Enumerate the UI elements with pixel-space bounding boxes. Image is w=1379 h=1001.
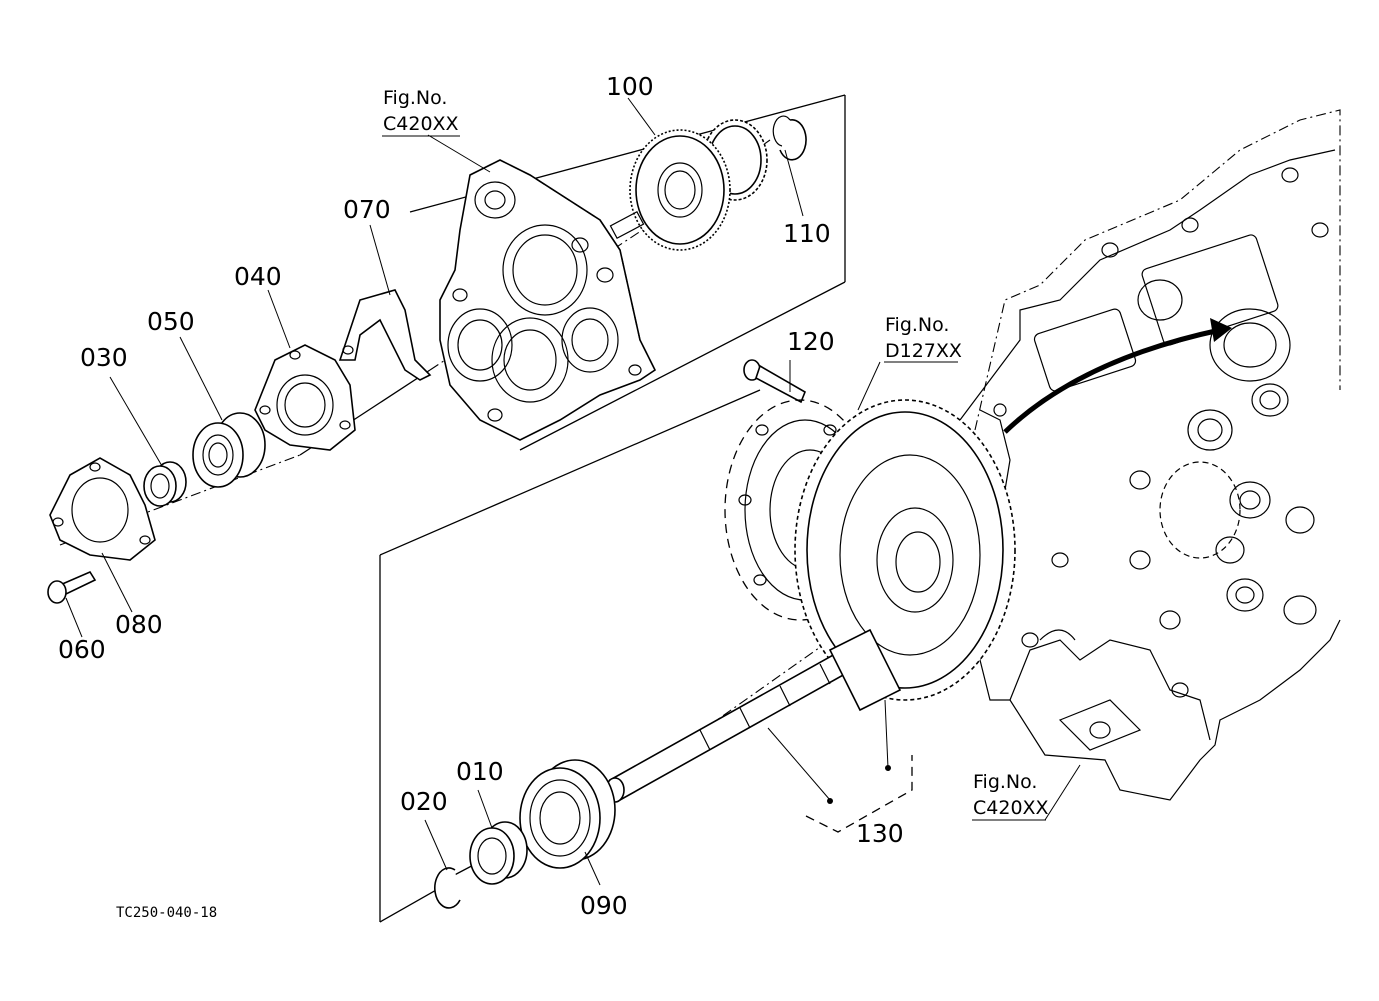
bearing-090	[519, 759, 616, 869]
fig-ref-number: C420XX	[383, 113, 459, 135]
part-label-110: 110	[783, 219, 831, 248]
drawing-id: TC250-040-18	[116, 905, 217, 921]
part-label-060: 060	[58, 635, 106, 664]
part-label-090: 090	[580, 891, 628, 920]
part-label-050: 050	[147, 307, 195, 336]
fig-ref-number: D127XX	[885, 340, 962, 362]
upper-cover-plate	[439, 159, 657, 441]
fig-ref-number: C420XX	[973, 797, 1049, 819]
part-label-070: 070	[343, 195, 391, 224]
fig-ref-label: Fig.No.	[973, 771, 1037, 793]
part-label-020: 020	[400, 787, 448, 816]
part-label-080: 080	[115, 610, 163, 639]
leader-lines	[65, 97, 1081, 886]
part-label-100: 100	[606, 72, 654, 101]
part-label-010: 010	[456, 757, 504, 786]
fig-ref-label: Fig.No.	[383, 87, 447, 109]
part-label-030: 030	[80, 343, 128, 372]
fig-ref-transmission-case: Fig.No. C420XX	[973, 771, 1049, 819]
snap-ring-110	[772, 115, 807, 161]
oil-seal-030	[143, 461, 187, 507]
bolt-060	[47, 570, 97, 604]
gear-100	[609, 119, 768, 251]
collar-010	[469, 821, 528, 885]
part-label-040: 040	[234, 262, 282, 291]
part-label-120: 120	[787, 327, 835, 356]
bolt-120	[743, 359, 807, 404]
pinion-shaft-130	[605, 628, 902, 803]
fig-ref-differential: Fig.No. D127XX	[885, 314, 962, 362]
bearing-050	[192, 412, 266, 488]
part-label-130: 130	[856, 819, 904, 848]
cover-plate-080	[49, 457, 156, 561]
ring-gear-130	[794, 399, 1016, 701]
fig-ref-label: Fig.No.	[885, 314, 949, 336]
fig-ref-upper-cover: Fig.No. C420XX	[383, 87, 459, 135]
bearing-holder-040	[254, 344, 356, 451]
lower-panel-frame	[379, 389, 761, 923]
shift-fork-070	[338, 289, 432, 381]
transmission-case	[959, 109, 1341, 801]
